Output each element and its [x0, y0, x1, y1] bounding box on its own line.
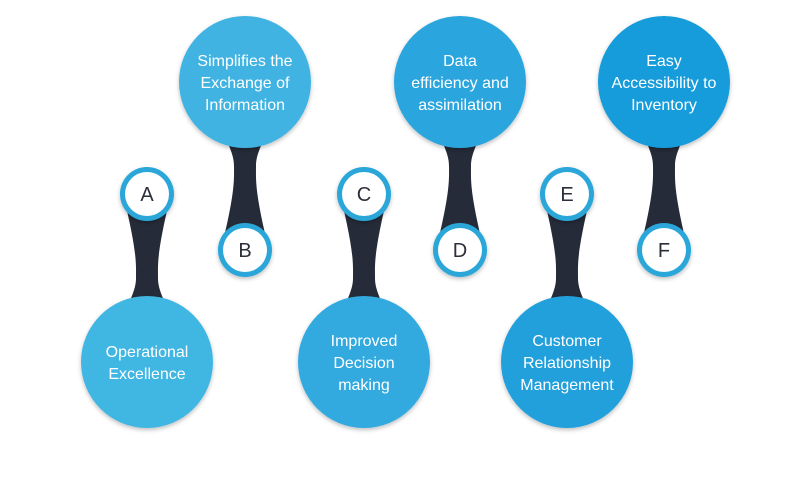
- letter-badges: A B C D E F: [120, 167, 691, 277]
- badge-letter-a: A: [140, 184, 154, 206]
- circle-label-line: Information: [205, 97, 285, 114]
- big-circle-f: [598, 16, 730, 148]
- circle-label-line: Accessibility to: [612, 75, 717, 92]
- circle-label-line: assimilation: [418, 97, 502, 114]
- circle-label-line: making: [338, 377, 390, 394]
- big-circle-e: [501, 296, 633, 428]
- circle-label-line: Operational: [106, 344, 189, 361]
- badge-inner-b: [223, 228, 267, 272]
- circle-label-line: efficiency and: [411, 75, 509, 92]
- badge-letter-b: B: [238, 240, 251, 262]
- circle-label-line: Improved: [331, 333, 398, 350]
- badge-inner-e: [545, 172, 589, 216]
- circle-label-line: Easy: [646, 53, 682, 70]
- big-circle-d: [394, 16, 526, 148]
- circle-label-d: Data efficiency and assimilation: [411, 53, 509, 114]
- circle-label-line: Management: [520, 377, 614, 394]
- circle-label-line: Excellence: [108, 366, 185, 383]
- circle-label-line: Data: [443, 53, 477, 70]
- circle-label-line: Customer: [532, 333, 602, 350]
- badge-inner-c: [342, 172, 386, 216]
- circle-label-line: Decision: [333, 355, 394, 372]
- big-circle-c: [298, 296, 430, 428]
- badge-letter-d: D: [453, 240, 467, 262]
- badge-inner-a: [125, 172, 169, 216]
- big-circle-a: [81, 296, 213, 428]
- badge-letter-f: F: [658, 240, 670, 262]
- circle-label-line: Simplifies the: [197, 53, 292, 70]
- circle-label-line: Relationship: [523, 355, 611, 372]
- circle-label-line: Exchange of: [201, 75, 291, 92]
- big-circle-b: [179, 16, 311, 148]
- badge-letter-e: E: [560, 184, 573, 206]
- badge-inner-d: [438, 228, 482, 272]
- circle-label-line: Inventory: [631, 97, 697, 114]
- badge-inner-f: [642, 228, 686, 272]
- badge-letter-c: C: [357, 184, 371, 206]
